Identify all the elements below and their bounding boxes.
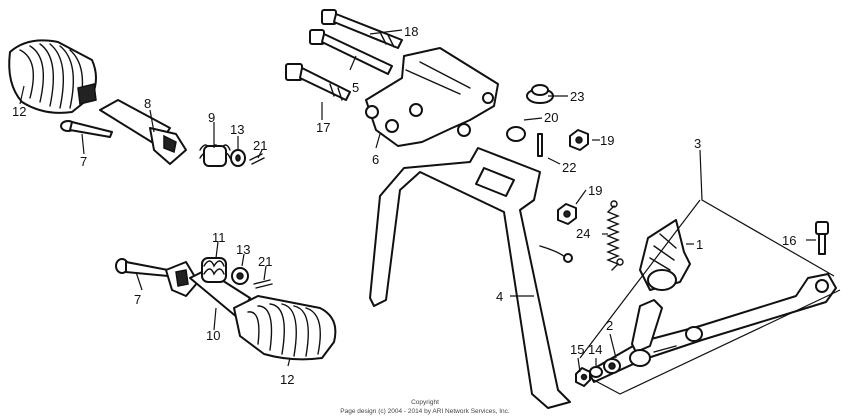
callout-17: 17 (316, 120, 330, 135)
callout-13-lower: 13 (236, 242, 250, 257)
callout-13-upper: 13 (230, 122, 244, 137)
callout-labels: 12 7 8 9 13 21 18 5 17 6 23 20 19 22 19 … (12, 24, 796, 387)
callout-18: 18 (404, 24, 418, 39)
callout-12-upper: 12 (12, 104, 26, 119)
callout-19-middle: 19 (588, 183, 602, 198)
bolt-22 (537, 133, 543, 157)
side-stand-pad (639, 219, 691, 291)
washer-20 (506, 126, 526, 142)
callout-21-upper: 21 (253, 138, 267, 153)
callout-2: 2 (606, 318, 613, 333)
callout-14: 14 (588, 342, 602, 357)
callout-23: 23 (570, 89, 584, 104)
nut-15 (575, 367, 591, 387)
rubber-stopper (526, 84, 554, 104)
side-stand-bracket (629, 299, 677, 367)
callout-24: 24 (576, 226, 590, 241)
callout-11: 11 (212, 230, 226, 245)
callout-1: 1 (696, 237, 703, 252)
footpeg-rubber-lower (233, 295, 337, 361)
stand-bracket (365, 47, 499, 147)
washer-upper (230, 149, 246, 167)
footpeg-bar-upper (99, 99, 187, 165)
callout-7-lower: 7 (134, 292, 141, 307)
pin-upper (60, 120, 113, 138)
callout-9: 9 (208, 110, 215, 125)
nut-upper (569, 129, 589, 151)
callout-7-upper: 7 (80, 154, 87, 169)
spring-24 (606, 200, 624, 271)
cotter-pin-upper (249, 153, 265, 165)
bolt-17 (285, 63, 351, 101)
footpeg-rubber-upper (8, 39, 97, 114)
leader-lines (19, 29, 841, 395)
cotter-pin-lower (253, 279, 273, 289)
bolt-5 (309, 29, 393, 75)
callout-22: 22 (562, 160, 576, 175)
callout-8: 8 (144, 96, 151, 111)
callout-15: 15 (570, 342, 584, 357)
copyright-line-1: Copyright (411, 399, 439, 406)
callout-12-lower: 12 (280, 372, 294, 387)
bolt-16 (815, 221, 829, 255)
callout-3: 3 (694, 136, 701, 151)
washer-lower (231, 267, 249, 285)
bolt-18 (321, 9, 403, 49)
callout-19-upper: 19 (600, 133, 614, 148)
callout-21-lower: 21 (258, 254, 272, 269)
side-stand (587, 273, 837, 383)
pin-lower (115, 258, 169, 277)
callout-5: 5 (352, 80, 359, 95)
callout-4: 4 (496, 289, 503, 304)
spring-upper (199, 144, 231, 167)
washer-14 (589, 366, 603, 378)
callout-20: 20 (544, 110, 558, 125)
center-stand (369, 147, 573, 409)
spring-lower (201, 257, 227, 283)
callout-16: 16 (782, 233, 796, 248)
copyright-line-2: Page design (c) 2004 - 2014 by ARI Netwo… (340, 408, 510, 415)
callout-6: 6 (372, 152, 379, 167)
collar-14 (603, 358, 621, 374)
callout-10: 10 (206, 328, 220, 343)
nut-middle (557, 203, 577, 225)
